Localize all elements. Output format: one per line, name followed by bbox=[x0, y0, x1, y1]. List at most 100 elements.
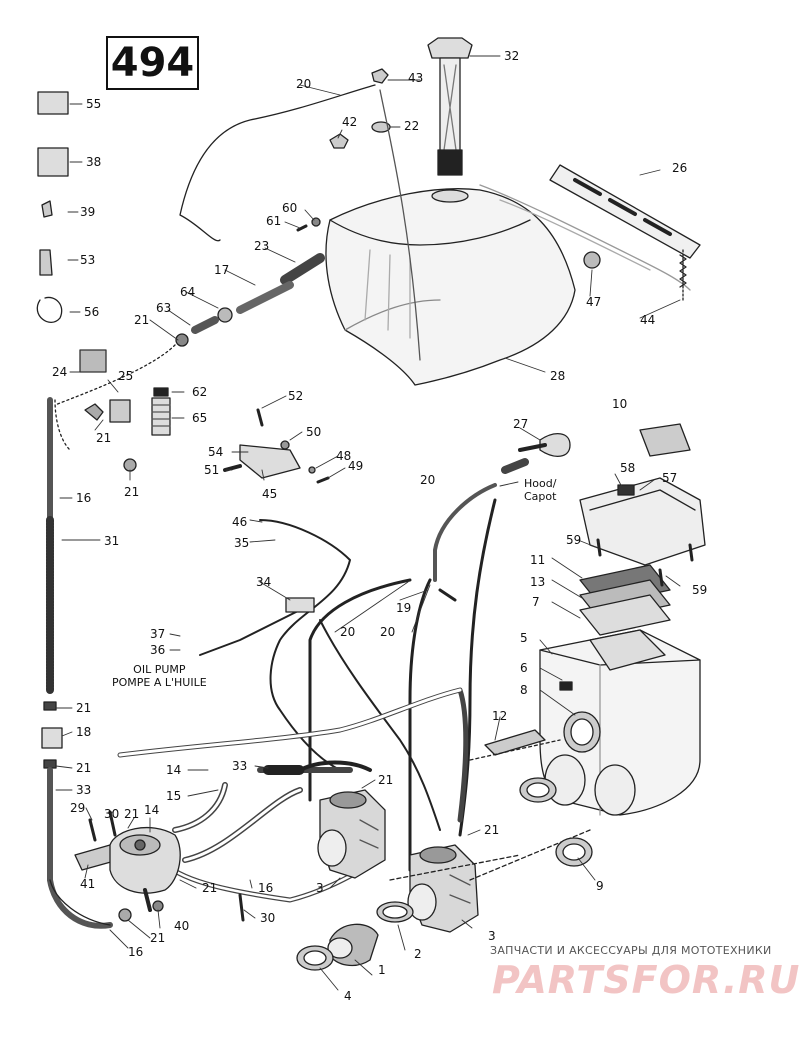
callout-65: 65 bbox=[192, 411, 208, 425]
callout-17: 17 bbox=[214, 263, 230, 277]
callout-41: 41 bbox=[80, 877, 96, 891]
callout-54: 54 bbox=[208, 445, 224, 459]
callout-21: 21 bbox=[124, 485, 140, 499]
callout-57: 57 bbox=[662, 471, 678, 485]
callout-64: 64 bbox=[180, 285, 196, 299]
airbox-drawing bbox=[539, 629, 701, 816]
callout-49: 49 bbox=[348, 459, 364, 473]
callout-26: 26 bbox=[672, 161, 688, 175]
callout-16: 16 bbox=[76, 491, 92, 505]
callout-59: 59 bbox=[692, 583, 708, 597]
callout-25: 25 bbox=[118, 369, 134, 383]
callout-7: 7 bbox=[532, 595, 540, 609]
callout-33: 33 bbox=[232, 759, 248, 773]
callout-46: 46 bbox=[232, 515, 248, 529]
callout-12: 12 bbox=[492, 709, 508, 723]
callout-16: 16 bbox=[258, 881, 274, 895]
callout-5: 5 bbox=[520, 631, 528, 645]
callout-42: 42 bbox=[342, 115, 358, 129]
callout-21: 21 bbox=[124, 807, 140, 821]
callout-38: 38 bbox=[86, 155, 102, 169]
callout-23: 23 bbox=[254, 239, 270, 253]
callout-37: 37 bbox=[150, 627, 166, 641]
oil-pump-note-line: POMPE A L'HUILE bbox=[112, 675, 207, 689]
callout-20: 20 bbox=[380, 625, 396, 639]
callout-45: 45 bbox=[262, 487, 278, 501]
callout-21: 21 bbox=[76, 761, 92, 775]
callout-53: 53 bbox=[80, 253, 96, 267]
callout-32: 32 bbox=[504, 49, 520, 63]
callout-33: 33 bbox=[76, 783, 92, 797]
callout-50: 50 bbox=[306, 425, 322, 439]
tank-bracket-drawing bbox=[479, 164, 701, 301]
fuel-tank-drawing bbox=[325, 188, 576, 386]
callout-35: 35 bbox=[234, 536, 250, 550]
callout-3: 3 bbox=[488, 929, 496, 943]
carburetor-left-drawing bbox=[317, 789, 386, 879]
callout-21: 21 bbox=[150, 931, 166, 945]
callout-61: 61 bbox=[266, 214, 282, 228]
fuel-gauge-drawing bbox=[427, 37, 473, 176]
callout-60: 60 bbox=[282, 201, 298, 215]
watermark-tagline: ЗАПЧАСТИ И АКСЕССУАРЫ ДЛЯ МОТОТЕХНИКИ bbox=[490, 944, 772, 957]
callout-43: 43 bbox=[408, 71, 424, 85]
callout-51: 51 bbox=[204, 463, 220, 477]
callout-21: 21 bbox=[484, 823, 500, 837]
page-number-box: 494 bbox=[106, 36, 199, 90]
watermark-logo: PARTSFOR.RU bbox=[492, 958, 800, 1002]
callout-20: 20 bbox=[340, 625, 356, 639]
callout-27: 27 bbox=[513, 417, 529, 431]
callout-2: 2 bbox=[414, 947, 422, 961]
oil-pump-drawing bbox=[74, 810, 245, 922]
callout-6: 6 bbox=[520, 661, 528, 675]
callout-14: 14 bbox=[144, 803, 160, 817]
fuel-fitting-drawing bbox=[175, 217, 325, 347]
callout-39: 39 bbox=[80, 205, 96, 219]
callout-18: 18 bbox=[76, 725, 92, 739]
callout-21: 21 bbox=[202, 881, 218, 895]
callout-52: 52 bbox=[288, 389, 304, 403]
hood-note: Hood/ Capot bbox=[524, 477, 557, 503]
callout-36: 36 bbox=[150, 643, 166, 657]
callout-47: 47 bbox=[586, 295, 602, 309]
callout-19: 19 bbox=[396, 601, 412, 615]
callout-56: 56 bbox=[84, 305, 100, 319]
callout-22: 22 bbox=[404, 119, 420, 133]
callout-24: 24 bbox=[52, 365, 68, 379]
callout-21: 21 bbox=[134, 313, 150, 327]
callout-10: 10 bbox=[612, 397, 628, 411]
callout-20: 20 bbox=[420, 473, 436, 487]
callout-34: 34 bbox=[256, 575, 272, 589]
oil-pump-note: OIL PUMP POMPE A L'HUILE bbox=[112, 663, 207, 689]
callout-9: 9 bbox=[596, 879, 604, 893]
callout-58: 58 bbox=[620, 461, 636, 475]
callout-21: 21 bbox=[378, 773, 394, 787]
hood-note-line: Capot bbox=[524, 489, 557, 503]
callout-48: 48 bbox=[336, 449, 352, 463]
callout-20: 20 bbox=[296, 77, 312, 91]
hood-note-line: Hood/ bbox=[524, 477, 557, 490]
callout-29: 29 bbox=[70, 801, 86, 815]
callout-31: 31 bbox=[104, 534, 120, 548]
callout-30: 30 bbox=[104, 807, 120, 821]
carburetor-right-drawing bbox=[407, 844, 479, 933]
callout-59: 59 bbox=[566, 533, 582, 547]
callout-13: 13 bbox=[530, 575, 546, 589]
callout-1: 1 bbox=[378, 963, 386, 977]
callout-11: 11 bbox=[530, 553, 546, 567]
callout-40: 40 bbox=[174, 919, 190, 933]
callout-3: 3 bbox=[316, 881, 324, 895]
callout-15: 15 bbox=[166, 789, 182, 803]
callout-21: 21 bbox=[76, 701, 92, 715]
callout-62: 62 bbox=[192, 385, 208, 399]
callout-8: 8 bbox=[520, 683, 528, 697]
callout-28: 28 bbox=[550, 369, 566, 383]
callout-55: 55 bbox=[86, 97, 102, 111]
callout-14: 14 bbox=[166, 763, 182, 777]
callout-63: 63 bbox=[156, 301, 172, 315]
oil-pump-note-line: OIL PUMP bbox=[133, 663, 186, 676]
callout-4: 4 bbox=[344, 989, 352, 1003]
callout-16: 16 bbox=[128, 945, 144, 959]
callout-30: 30 bbox=[260, 911, 276, 925]
